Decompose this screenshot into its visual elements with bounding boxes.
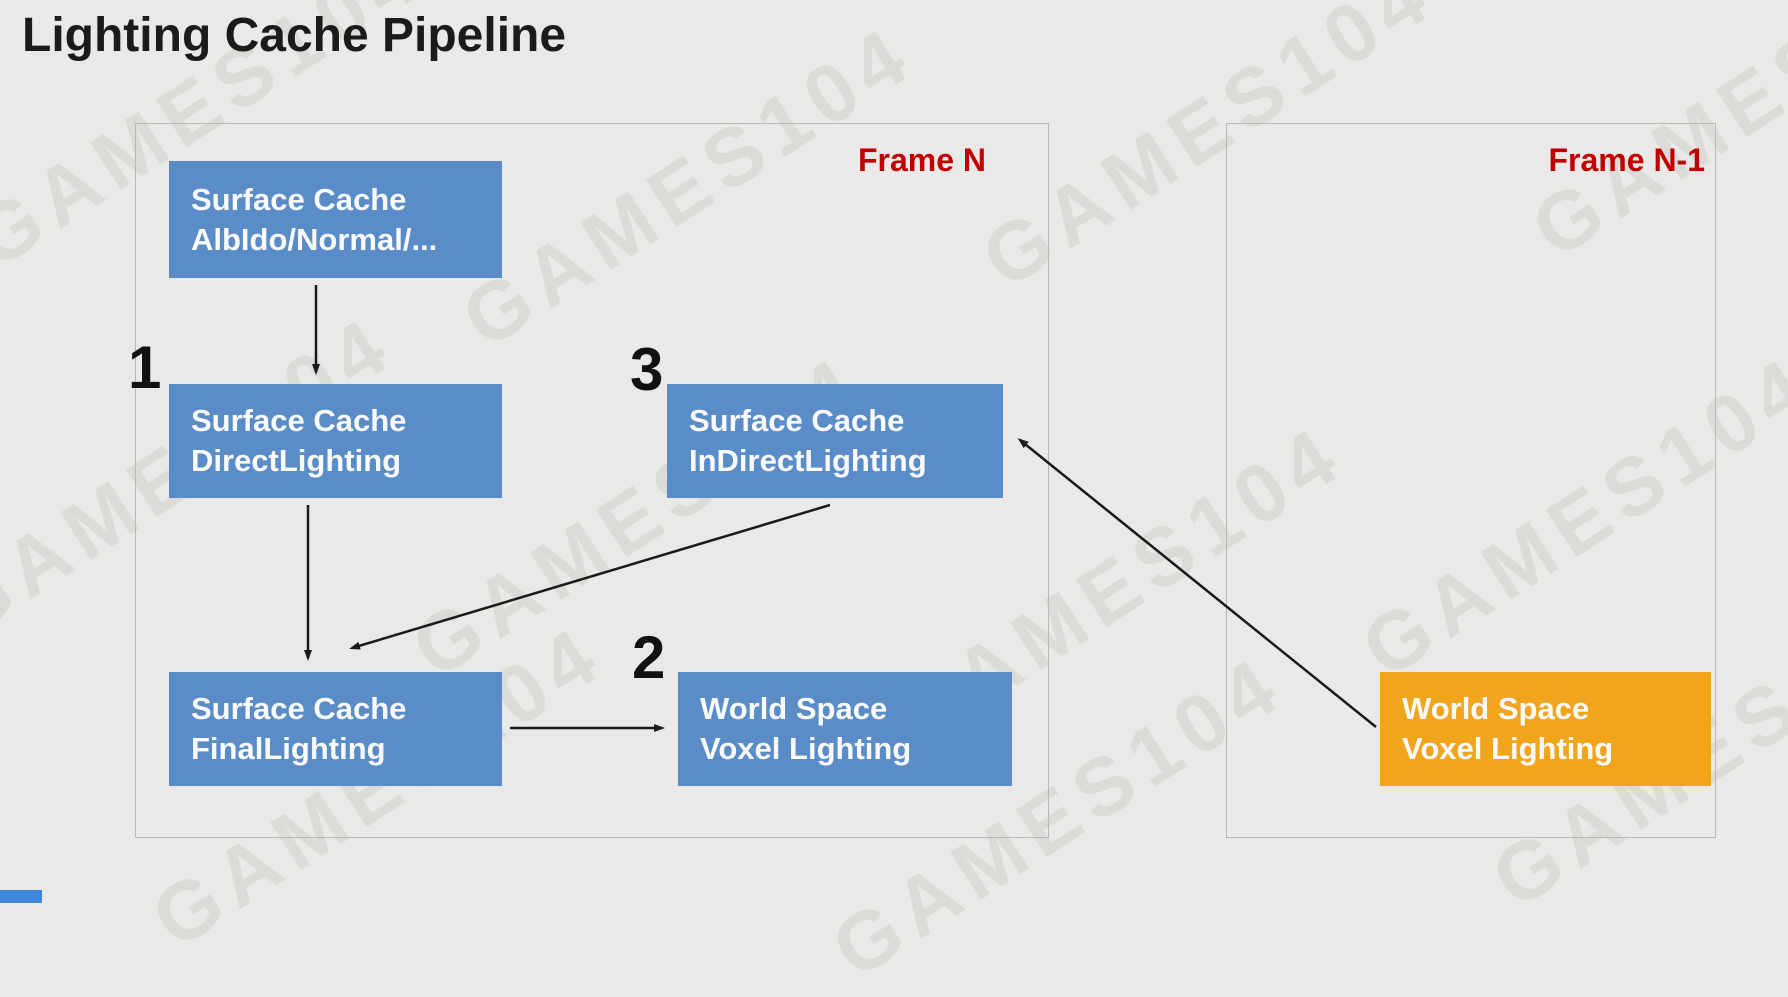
frame-n-1-label: Frame N-1 [1548,142,1706,178]
node-world-space-voxel-lighting-n: World Space Voxel Lighting [678,672,1012,786]
node-text-line1: World Space [700,691,888,727]
node-text-line1: World Space [1402,691,1590,727]
node-text-line1: Surface Cache [191,691,407,727]
node-text-line2: Voxel Lighting [700,731,912,766]
node-surface-cache-albedo: Surface Cache AlbIdo/Normal/... [169,161,502,278]
node-text-line2: InDirectLighting [689,443,927,478]
frame-n-label: Frame N [857,142,986,178]
node-text-line2: Voxel Lighting [1402,731,1614,766]
node-text-line1: Surface Cache [191,403,407,439]
step-label-2: 2 [632,624,666,691]
node-surface-cache-indirectlighting: Surface Cache InDirectLighting [667,384,1003,498]
node-surface-cache-finallighting: Surface Cache FinalLighting [169,672,502,786]
node-world-space-voxel-lighting-n-1: World Space Voxel Lighting [1380,672,1711,786]
page-title: Lighting Cache Pipeline [22,9,567,62]
bottom-progress-bar [0,890,42,903]
arrow-indirectlighting-to-finallighting [349,503,831,650]
step-label-3: 3 [630,336,664,403]
node-text-line2: DirectLighting [191,443,402,478]
node-text-line2: FinalLighting [191,731,386,766]
frame-n-panel: Frame N [135,123,1049,838]
node-text-line1: Surface Cache [191,181,407,217]
node-text-line2: AlbIdo/Normal/... [191,221,438,257]
frame-n-1-panel: Frame N-1 [1226,123,1716,838]
arrow-voxellighting-prev-to-indirectlighting [1017,438,1377,728]
arrows-layer [304,285,1377,732]
node-text-line1: Surface Cache [689,403,905,439]
step-label-1: 1 [128,334,162,401]
node-surface-cache-directlighting: Surface Cache DirectLighting [169,384,502,498]
